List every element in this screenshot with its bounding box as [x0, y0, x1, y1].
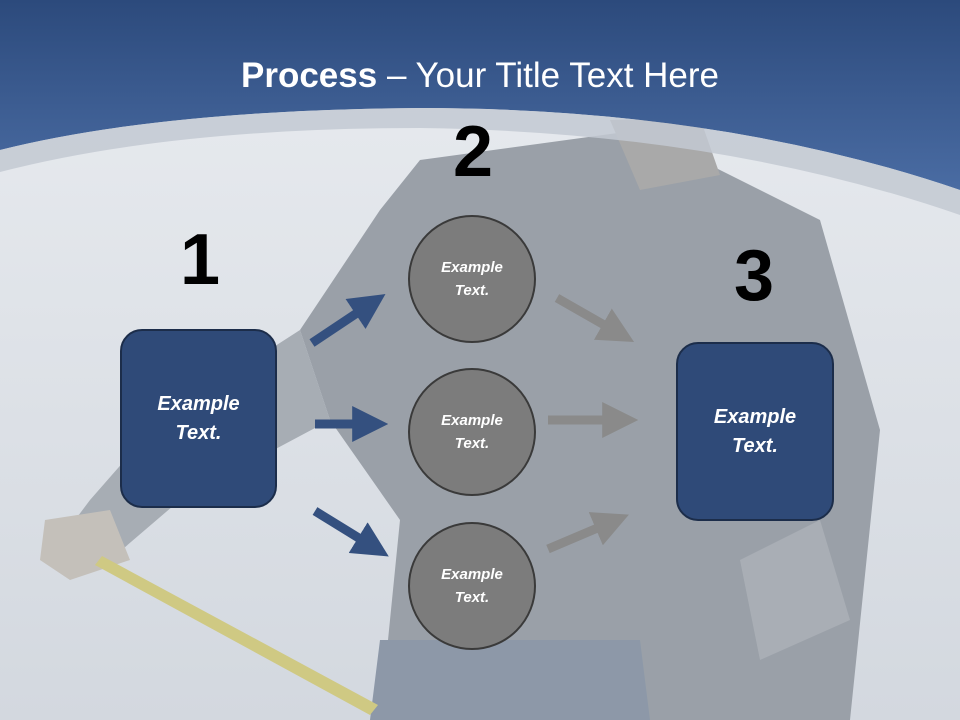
title-bold: Process [241, 56, 378, 95]
step-2-label-top: Example Text. [441, 259, 503, 299]
step-2-circle-middle: Example Text. [408, 368, 536, 496]
step-2-label-middle: Example Text. [441, 412, 503, 452]
step-2-label-bottom: Example Text. [441, 566, 503, 606]
step-number-2: 2 [452, 112, 494, 192]
title-rest: – Your Title Text Here [377, 56, 719, 95]
step-1-box: Example Text. [120, 329, 277, 508]
step-3-box: Example Text. [676, 342, 834, 521]
step-2-circle-top: Example Text. [408, 215, 536, 343]
step-1-label: Example Text. [157, 392, 240, 444]
step-number-3: 3 [733, 236, 775, 316]
arrow-2-to-3-top [554, 294, 635, 343]
step-2-circle-bottom: Example Text. [408, 522, 536, 650]
arrow-1-to-2-top [309, 294, 386, 347]
step-3-label: Example Text. [713, 405, 797, 457]
step-number-1: 1 [179, 220, 221, 300]
arrow-2-to-3-bottom [546, 512, 629, 554]
arrow-1-to-2-bottom [312, 507, 389, 557]
slide-title: Process – Your Title Text Here [0, 54, 960, 98]
